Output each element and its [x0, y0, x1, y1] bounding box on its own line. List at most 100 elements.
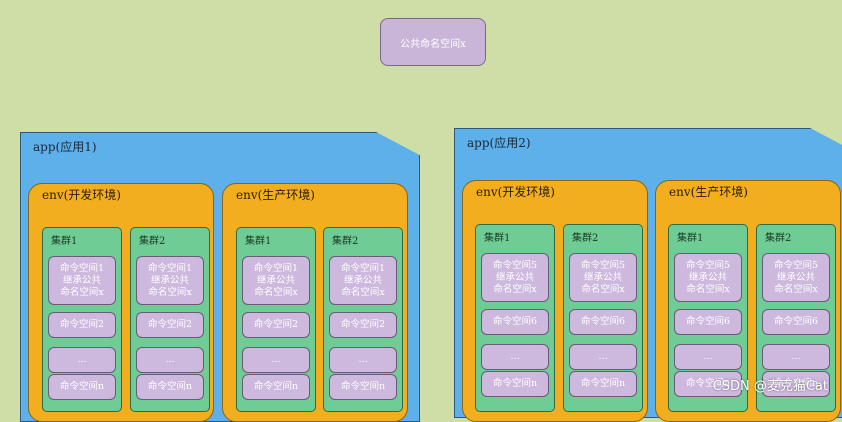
cluster-label: 集群1: [677, 233, 704, 244]
namespace-label: 命令空间n: [685, 378, 731, 389]
cluster-label: 集群1: [245, 236, 272, 247]
cluster-label: 集群1: [484, 233, 511, 244]
namespace-node: ...: [136, 347, 204, 373]
watermark: CSDN @麦克猫Cat: [712, 379, 828, 394]
namespace-node: 命令空间6: [569, 309, 637, 335]
namespace-label: ...: [791, 351, 801, 362]
namespace-label: 命名空间x: [148, 286, 192, 298]
namespace-label: 命令空间6: [685, 316, 731, 327]
namespace-label: ...: [703, 351, 713, 362]
namespace-node: ...: [242, 347, 310, 373]
namespace-label: 继承公共: [150, 274, 189, 286]
environment-label: env(生产环境): [236, 188, 315, 202]
app-label: app(应用1): [33, 140, 97, 154]
namespace-label: 继承公共: [62, 274, 101, 286]
namespace-label: 命令空间2: [147, 319, 193, 330]
namespace-node: ...: [48, 347, 116, 373]
namespace-label: 继承公共: [343, 274, 382, 286]
environment-label: env(生产环境): [669, 185, 748, 199]
environment-label: env(开发环境): [42, 188, 121, 202]
namespace-node: 命令空间2: [48, 312, 116, 338]
namespace-label: 命令空间2: [59, 319, 105, 330]
cluster-label: 集群2: [572, 233, 599, 244]
public-namespace-node: 公共命名空间x: [380, 18, 486, 66]
namespace-label: 命令空间1: [253, 262, 299, 274]
namespace-label: 继承公共: [688, 271, 727, 283]
namespace-node: ...: [762, 344, 830, 370]
namespace-node: ...: [481, 344, 549, 370]
namespace-label: ...: [598, 351, 608, 362]
namespace-label: 命令空间n: [59, 381, 105, 392]
environment-label: env(开发环境): [476, 185, 555, 199]
namespace-label: 继承公共: [256, 274, 295, 286]
namespace-label: 命令空间1: [147, 262, 193, 274]
namespace-label: 命令空间6: [580, 316, 626, 327]
namespace-node: 命令空间n: [481, 371, 549, 397]
namespace-label: 命令空间5: [685, 259, 731, 271]
namespace-label: 命令空间5: [580, 259, 626, 271]
namespace-node: 命令空间n: [569, 371, 637, 397]
namespace-label: 命令空间n: [253, 381, 299, 392]
namespace-label: 命令空间6: [773, 316, 819, 327]
namespace-label: 命令空间1: [340, 262, 386, 274]
cluster-label: 集群2: [332, 236, 359, 247]
namespace-label: 命名空间x: [686, 283, 730, 295]
namespace-node: 命令空间6: [481, 309, 549, 335]
namespace-node: 命令空间6: [762, 309, 830, 335]
namespace-label: 命名空间x: [774, 283, 818, 295]
namespace-node: ...: [569, 344, 637, 370]
namespace-node: ...: [329, 347, 397, 373]
namespace-label: 命名空间x: [493, 283, 537, 295]
namespace-label: 命名空间x: [341, 286, 385, 298]
cluster-label: 集群1: [51, 236, 78, 247]
namespace-label: ...: [271, 354, 281, 365]
namespace-label: 命令空间2: [253, 319, 299, 330]
namespace-label: ...: [510, 351, 520, 362]
namespace-node: 命令空间6: [674, 309, 742, 335]
cluster-label: 集群2: [139, 236, 166, 247]
namespace-label: 命令空间5: [773, 259, 819, 271]
namespace-label: 命令空间n: [492, 378, 538, 389]
cluster-label: 集群2: [765, 233, 792, 244]
namespace-label: ...: [77, 354, 87, 365]
namespace-node: ...: [674, 344, 742, 370]
namespace-label: 命令空间n: [773, 378, 819, 389]
namespace-label: 命令空间5: [492, 259, 538, 271]
namespace-label: 继承公共: [776, 271, 815, 283]
namespace-node: 命令空间n: [674, 371, 742, 397]
namespace-node: 命令空间n: [48, 374, 116, 400]
namespace-label: 继承公共: [495, 271, 534, 283]
app-label: app(应用2): [467, 136, 531, 150]
namespace-label: 命名空间x: [254, 286, 298, 298]
namespace-label: 继承公共: [583, 271, 622, 283]
namespace-label: 命令空间n: [147, 381, 193, 392]
namespace-node: 命令空间2: [329, 312, 397, 338]
namespace-node: 命令空间2: [136, 312, 204, 338]
namespace-label: 命名空间x: [60, 286, 104, 298]
namespace-label: ...: [165, 354, 175, 365]
namespace-node: 命令空间n: [136, 374, 204, 400]
namespace-label: 命令空间2: [340, 319, 386, 330]
namespace-node: 命令空间n: [329, 374, 397, 400]
namespace-label: 命令空间n: [340, 381, 386, 392]
namespace-label: 命令空间n: [580, 378, 626, 389]
namespace-node: 命令空间n: [762, 371, 830, 397]
namespace-node: 命令空间2: [242, 312, 310, 338]
namespace-label: 命令空间6: [492, 316, 538, 327]
